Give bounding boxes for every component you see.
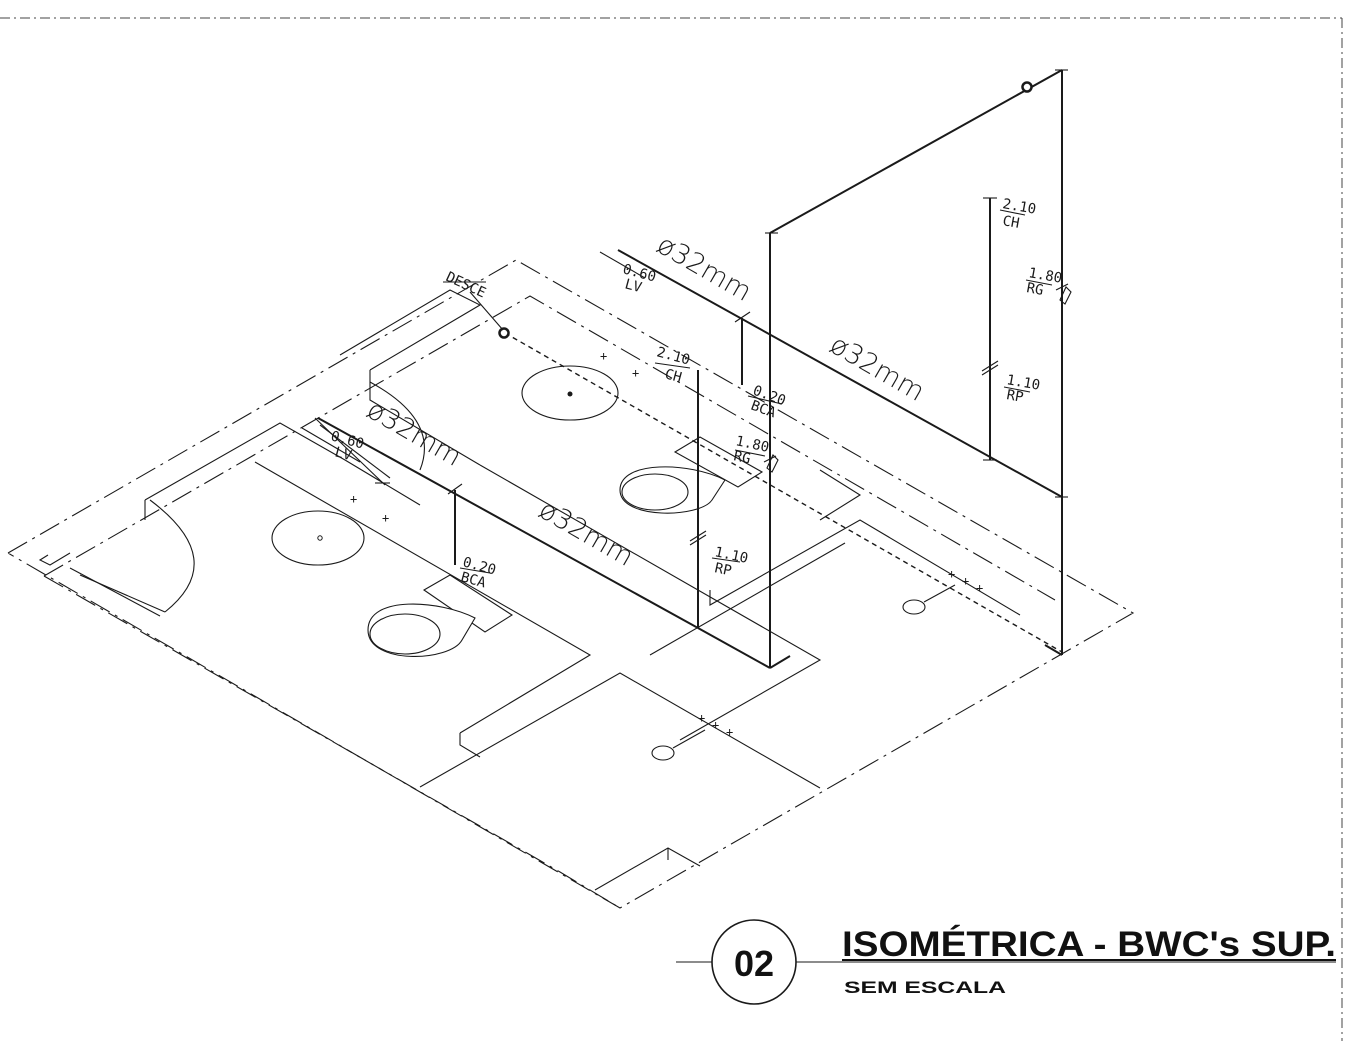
- pipe-diameter-label-right: ø32mm: [825, 329, 930, 408]
- svg-text:+: +: [962, 574, 969, 588]
- door-swings: [69, 381, 425, 617]
- svg-text:1.10: 1.10: [1005, 372, 1041, 394]
- svg-text:RP: RP: [1005, 387, 1024, 406]
- svg-text:CH: CH: [663, 366, 683, 386]
- title-block: 02 ISOMÉTRICA - BWC's SUP. SEM ESCALA: [676, 919, 1336, 1005]
- svg-text:+: +: [382, 511, 389, 525]
- svg-text:RP: RP: [713, 560, 733, 579]
- desce-label: DESCE: [443, 269, 488, 301]
- buried-pipe: [443, 281, 1063, 653]
- svg-text:+: +: [726, 725, 733, 739]
- building-outline: [7, 259, 1135, 909]
- pipe-diameter-label-mid: ø32mm: [534, 494, 639, 573]
- bca-upper-callout: 0.20 BCA: [747, 383, 788, 422]
- risers: [454, 70, 1063, 668]
- svg-text:+: +: [632, 366, 639, 380]
- sink-lower: [271, 510, 365, 566]
- shower-drain-upper: + + +: [902, 567, 983, 615]
- rp-right-callout: 1.10 RP: [1003, 372, 1041, 406]
- svg-text:RG: RG: [1025, 280, 1044, 299]
- svg-text:2.10: 2.10: [1001, 196, 1037, 218]
- svg-text:+: +: [948, 567, 955, 581]
- svg-text:CH: CH: [1001, 213, 1020, 232]
- sheet-border: [0, 17, 1343, 1041]
- rp-upper-callout: 1.10 RP: [711, 544, 749, 579]
- ch-right-callout: 2.10 CH: [999, 196, 1037, 232]
- pipe-diameter-label-top: ø32mm: [652, 229, 757, 308]
- drawing-title: ISOMÉTRICA - BWC's SUP.: [842, 924, 1336, 964]
- rg-upper-callout: 1.80 RG: [732, 433, 770, 467]
- ch-upper-callout: 2.10 CH: [654, 344, 692, 386]
- svg-text:+: +: [350, 492, 357, 506]
- drawing-scale: SEM ESCALA: [844, 978, 1006, 997]
- bca-lower-callout: 0.20 BCA: [459, 554, 498, 591]
- pipe-ticks: [375, 197, 1069, 546]
- svg-text:1.80: 1.80: [734, 433, 770, 456]
- svg-text:LV: LV: [623, 276, 644, 296]
- fixture-marks: + + + +: [350, 349, 639, 525]
- svg-text:BCA: BCA: [459, 569, 488, 591]
- water-pipes: [317, 69, 1068, 669]
- svg-text:2.10: 2.10: [655, 344, 692, 368]
- lv-lower-callout: 0.60 LV: [301, 427, 366, 464]
- svg-text:LV: LV: [333, 444, 354, 464]
- svg-text:RG: RG: [732, 448, 752, 467]
- toilet-lower: [367, 574, 514, 657]
- lv-upper-callout: 0.60 LV: [599, 251, 658, 296]
- shower-drain-lower: + + +: [651, 711, 733, 761]
- svg-text:1.10: 1.10: [713, 544, 749, 567]
- rg-right-callout: 1.80 RG: [1025, 265, 1063, 299]
- valve-icon: [766, 286, 1072, 473]
- svg-text:+: +: [600, 349, 607, 363]
- svg-text:+: +: [712, 718, 719, 732]
- pipe-diameter-label-left: ø32mm: [362, 394, 467, 473]
- svg-text:+: +: [976, 581, 983, 595]
- drawing-number: 02: [734, 943, 774, 984]
- labels: DESCE ø32mm ø32mm ø32mm ø32mm 0.60 LV 0.…: [301, 196, 1063, 592]
- svg-text:+: +: [698, 711, 705, 725]
- sink-upper: [521, 365, 619, 421]
- room-walls: [38, 289, 1021, 891]
- svg-text:1.80: 1.80: [1027, 265, 1063, 287]
